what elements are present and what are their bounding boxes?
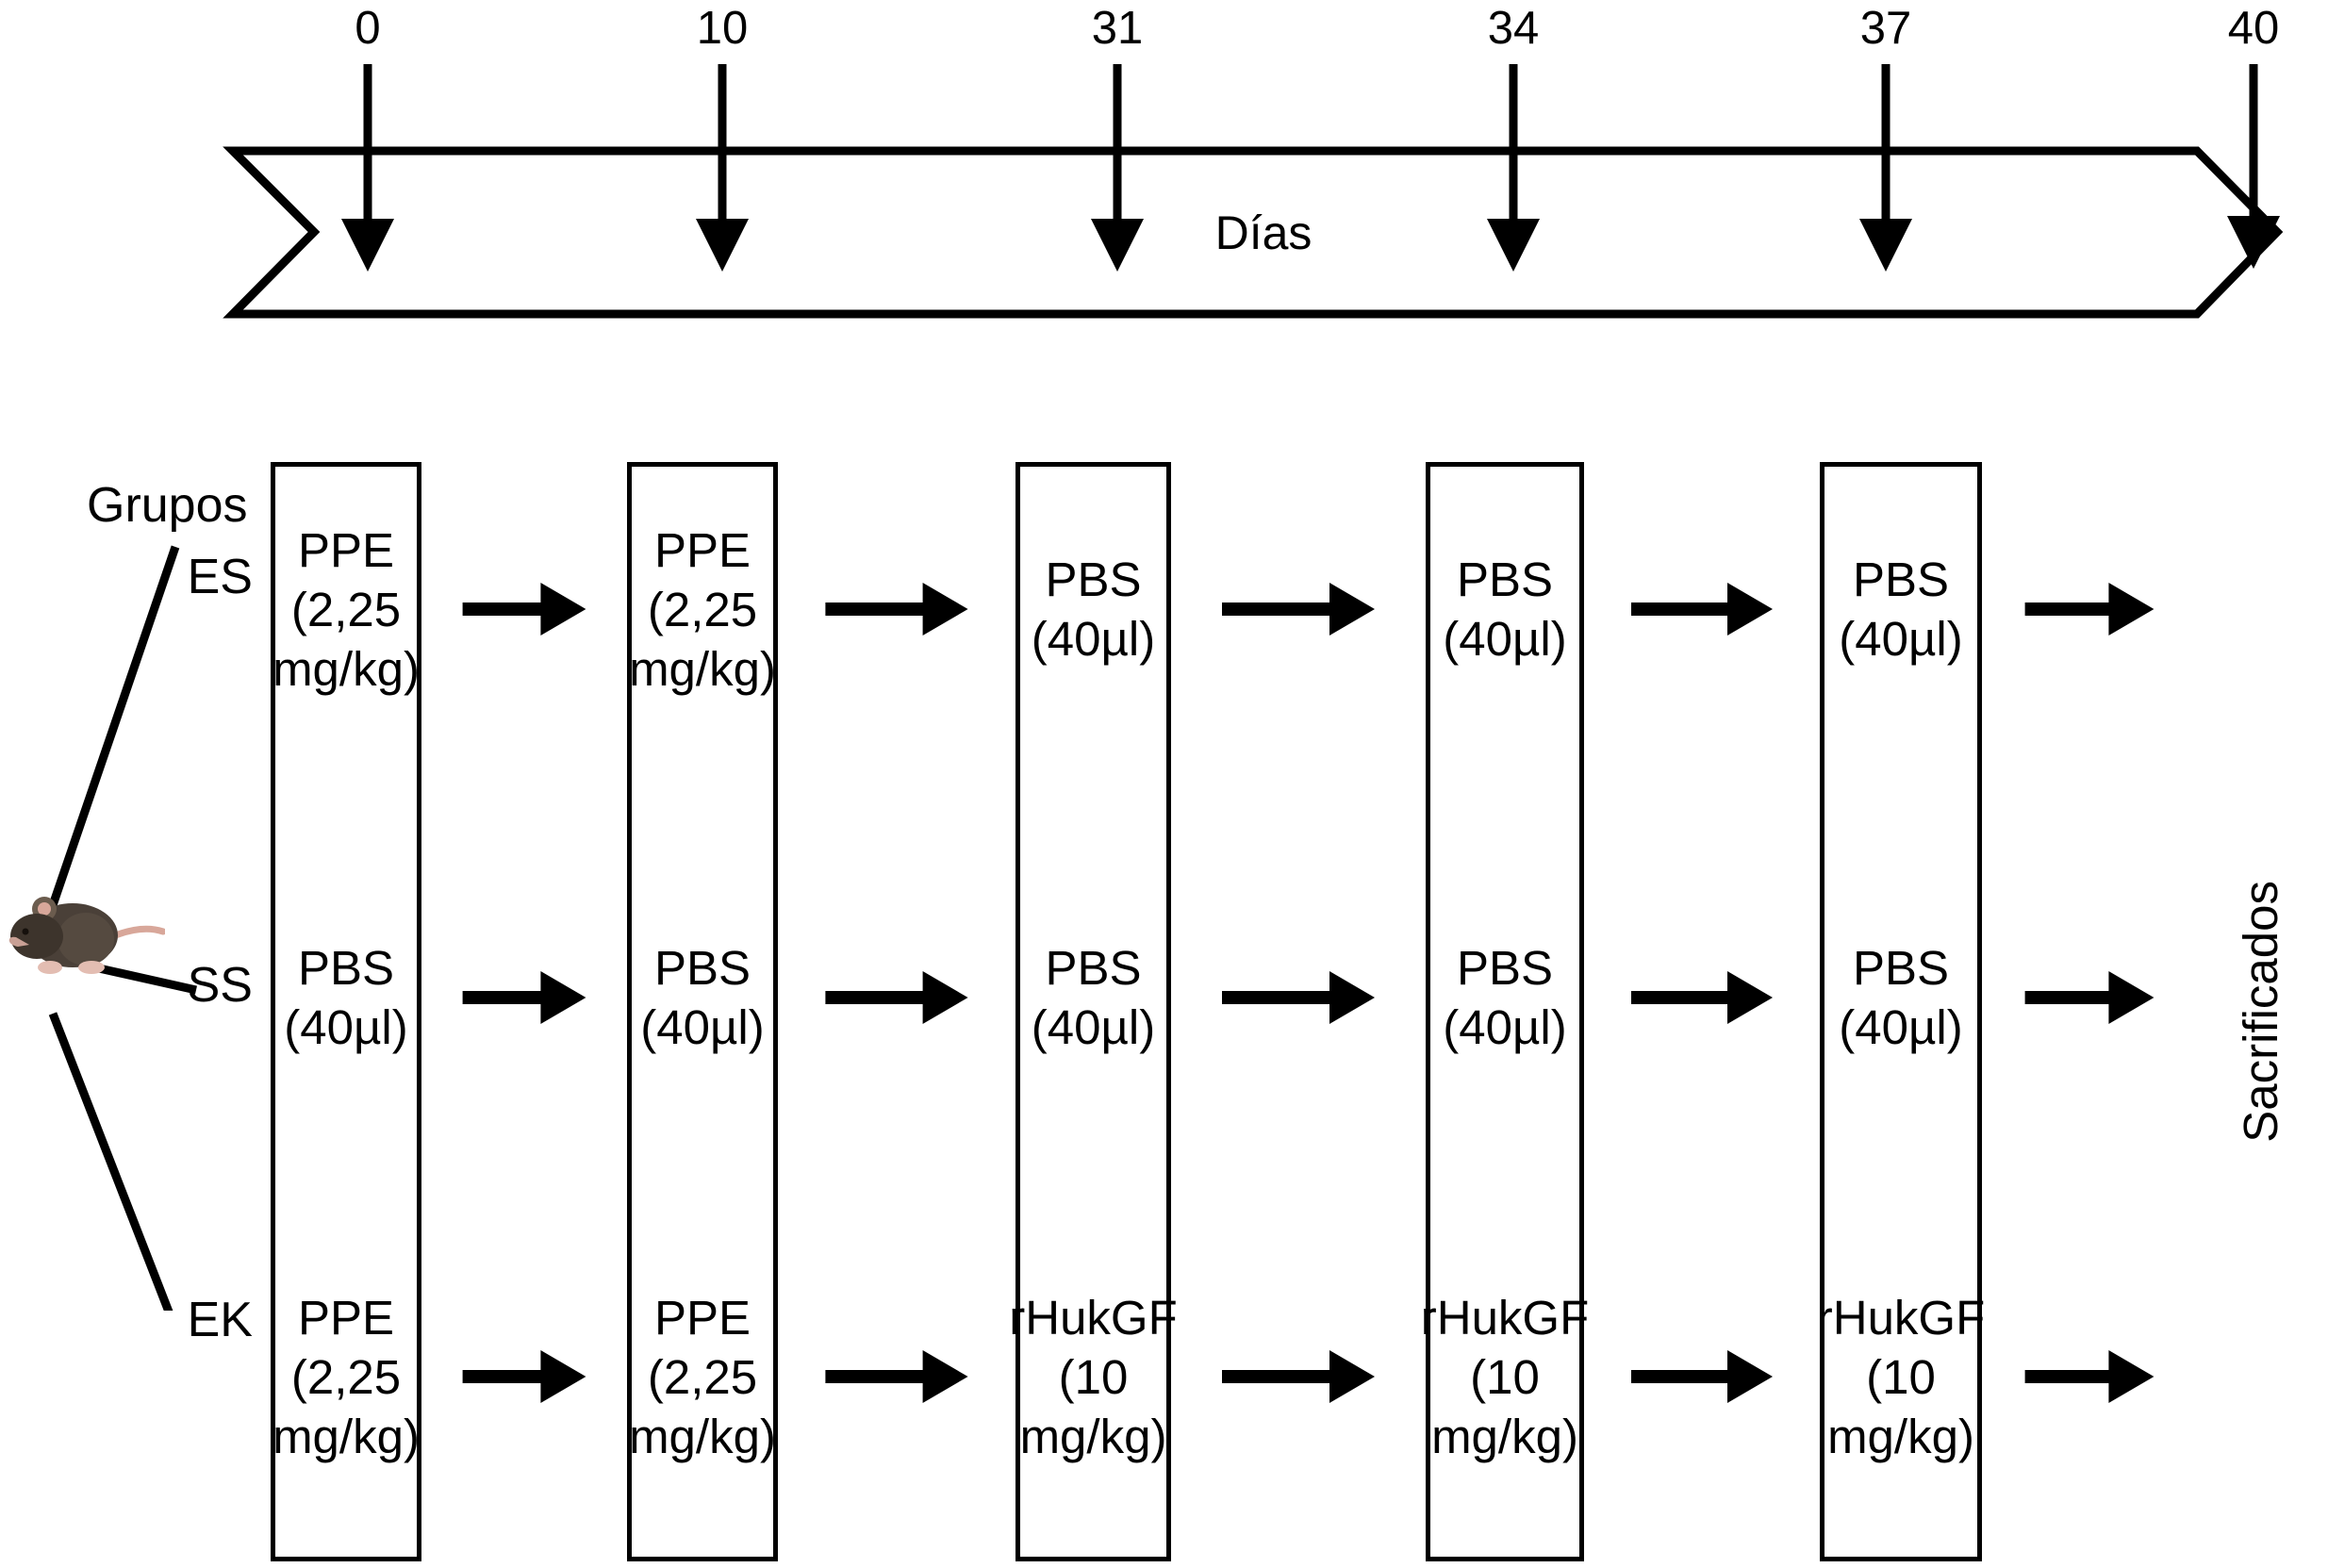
day-tick-arrowhead-37 xyxy=(1859,219,1912,272)
endpoint-label: Sacrificados xyxy=(2234,881,2287,1143)
group-label-es: ES xyxy=(187,550,253,604)
flow-arrow-es-34-to-37 xyxy=(1631,583,1773,635)
flow-arrow-ss-37-to-40 xyxy=(2024,970,2155,1024)
endpoint-cell: Sacrificados xyxy=(2197,462,2324,1561)
day-label-34: 34 xyxy=(1487,3,1540,54)
day-label-40: 40 xyxy=(2227,3,2280,54)
axis-label-dias: Días xyxy=(1214,206,1313,259)
day-tick-arrowhead-34 xyxy=(1487,219,1540,272)
mouse-head xyxy=(10,914,63,959)
flow-arrow-ss-10-to-31 xyxy=(825,970,968,1024)
group-label-ss: SS xyxy=(187,958,253,1013)
flow-arrow-es-0-to-10 xyxy=(462,583,586,635)
flow-arrow-ek-10-to-31 xyxy=(825,1350,968,1403)
day-label-31: 31 xyxy=(1091,3,1144,54)
day-tick-arrows xyxy=(341,64,2280,272)
banner-outline xyxy=(223,146,2284,319)
flow-arrow-es-37-to-40 xyxy=(2024,583,2155,635)
group-label-ek: EK xyxy=(187,1293,253,1347)
flow-arrow-ss-0-to-10 xyxy=(462,970,586,1024)
groups-heading: Grupos xyxy=(87,478,248,533)
group-fan-lines xyxy=(48,545,197,1311)
mouse-eye xyxy=(22,928,29,935)
mouse-photo xyxy=(5,877,165,990)
flow-arrow-ss-31-to-34 xyxy=(1222,970,1375,1024)
mouse-foot-front xyxy=(38,961,62,974)
flow-arrow-ek-34-to-37 xyxy=(1631,1350,1773,1403)
day-tick-arrowhead-10 xyxy=(696,219,749,272)
flow-arrow-es-10-to-31 xyxy=(825,583,968,635)
mouse-snout xyxy=(8,936,29,947)
flow-arrow-ek-0-to-10 xyxy=(462,1350,586,1403)
timeline-banner xyxy=(223,64,2284,319)
mouse-foot-rear xyxy=(78,961,105,974)
flow-arrow-ek-37-to-40 xyxy=(2024,1350,2155,1403)
flow-arrow-es-31-to-34 xyxy=(1222,583,1375,635)
flow-arrow-ek-31-to-34 xyxy=(1222,1350,1375,1403)
day-tick-arrowhead-31 xyxy=(1091,219,1144,272)
treatment-column-day-10 xyxy=(627,462,778,1561)
treatment-column-day-34 xyxy=(1426,462,1584,1561)
day-label-0: 0 xyxy=(355,3,381,54)
treatment-column-day-37 xyxy=(1820,462,1982,1561)
treatment-column-day-31 xyxy=(1015,462,1171,1561)
day-tick-arrowhead-0 xyxy=(341,219,394,272)
treatment-column-day-0 xyxy=(271,462,421,1561)
day-label-37: 37 xyxy=(1859,3,1912,54)
day-label-10: 10 xyxy=(696,3,749,54)
day-tick-arrowhead-40 xyxy=(2227,216,2280,269)
flow-arrow-ss-34-to-37 xyxy=(1631,970,1773,1024)
